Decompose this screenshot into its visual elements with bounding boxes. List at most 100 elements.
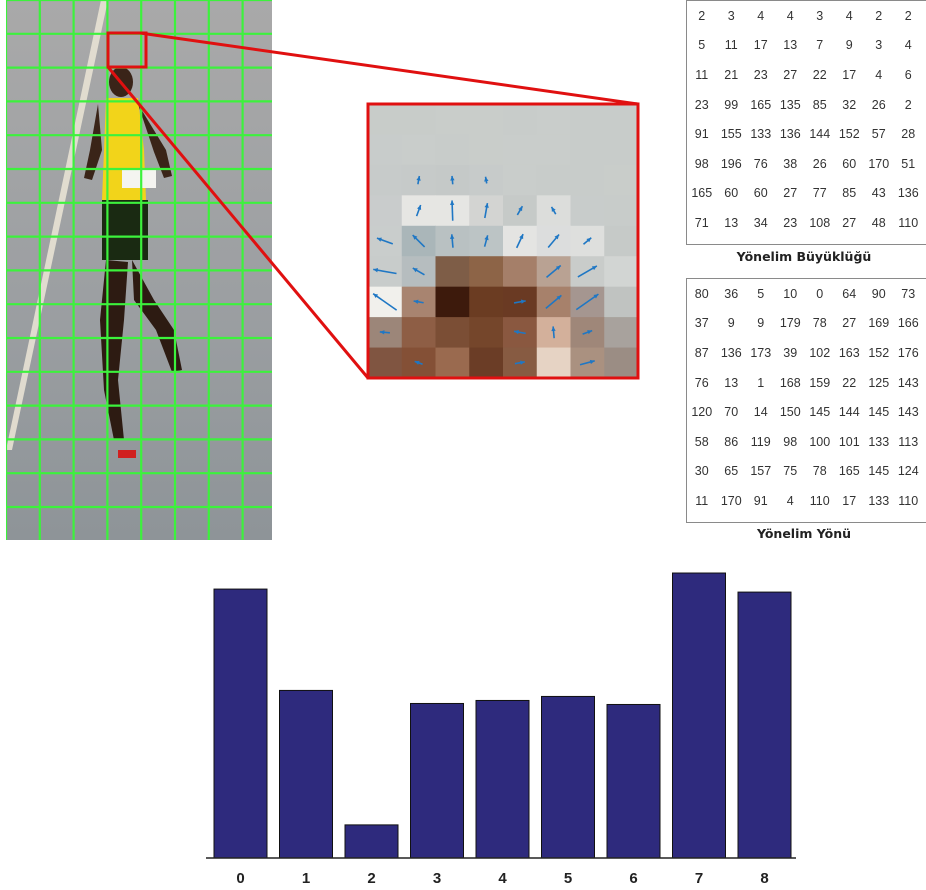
patch-pixel — [536, 104, 571, 135]
matrix-cell: 48 — [871, 215, 886, 230]
matrix-cell: 86 — [724, 434, 739, 449]
matrix-cell: 4 — [875, 67, 883, 82]
gradient-arrow — [483, 235, 489, 247]
matrix-cell: 34 — [753, 215, 768, 230]
matrix-cell: 23 — [783, 215, 798, 230]
matrix-cell: 135 — [779, 97, 801, 112]
patch-pixel — [368, 195, 403, 227]
patch-pixel — [570, 104, 605, 135]
matrix-cell: 64 — [842, 286, 857, 301]
matrix-cell: 136 — [897, 186, 919, 201]
gradient-arrow — [379, 330, 390, 335]
patch-pixel — [435, 317, 470, 349]
patch-pixel — [570, 286, 605, 318]
x-tick-label: 6 — [629, 870, 637, 887]
matrix-cell: 91 — [753, 493, 768, 508]
matrix-cell: 78 — [812, 316, 827, 331]
patch-pixel — [401, 164, 436, 196]
matrix-cell: 152 — [838, 127, 860, 142]
patch-pixel — [435, 256, 470, 288]
x-tick-label: 3 — [433, 870, 441, 887]
gradient-arrow — [412, 234, 426, 248]
patch-pixel — [469, 347, 504, 379]
matrix-cell: 155 — [720, 127, 742, 142]
matrix-cell: 13 — [783, 38, 798, 53]
matrix-cell: 11 — [724, 38, 738, 53]
matrix-cell: 43 — [871, 186, 886, 201]
patch-pixel — [368, 225, 403, 257]
patch-pixel — [536, 164, 571, 196]
matrix-cell: 13 — [724, 375, 739, 390]
patch-pixel — [368, 347, 403, 379]
gradient-arrow — [551, 326, 556, 339]
gradient-arrow — [514, 360, 525, 365]
matrix-cell: 144 — [809, 127, 831, 142]
matrix-cell: 77 — [812, 186, 827, 201]
matrix-cell: 65 — [724, 464, 739, 479]
matrix-cell: 143 — [897, 405, 919, 420]
matrix-cell: 51 — [901, 156, 916, 171]
matrix-cell: 166 — [897, 316, 919, 331]
matrix-cell: 124 — [897, 464, 919, 479]
matrix-cell: 163 — [838, 345, 860, 360]
matrix-cell: 170 — [868, 156, 890, 171]
gradient-arrow — [582, 237, 592, 245]
matrix-cell: 23 — [694, 97, 709, 112]
matrix-cell: 11 — [695, 493, 709, 508]
gradient-arrow — [546, 264, 562, 279]
matrix-cell: 2 — [904, 97, 912, 112]
matrix-cell: 75 — [783, 464, 798, 479]
matrix-cell: 90 — [871, 286, 886, 301]
zoomed-cell-frame — [366, 102, 640, 380]
matrix-cell: 21 — [724, 67, 739, 82]
x-tick-label: 0 — [236, 870, 244, 887]
matrix-cell: 5 — [698, 38, 706, 53]
patch-pixel — [469, 317, 504, 349]
histogram-bar-3 — [410, 702, 464, 859]
patch-pixel — [570, 256, 605, 288]
matrix-cell: 23 — [753, 67, 768, 82]
patch-pixel — [536, 256, 571, 288]
gradient-arrow — [413, 299, 424, 304]
matrix-cell: 17 — [753, 38, 768, 53]
matrix-cell: 110 — [809, 493, 830, 508]
matrix-cell: 179 — [779, 316, 801, 331]
gradient-arrow — [550, 206, 557, 215]
matrix-cell: 60 — [724, 186, 739, 201]
patch-pixel — [503, 256, 538, 288]
matrix-cell: 110 — [898, 215, 919, 230]
gradient-arrow — [372, 293, 398, 311]
patch-pixel — [503, 164, 538, 196]
x-tick-label: 4 — [498, 870, 507, 887]
matrix-cell: 150 — [779, 405, 801, 420]
patch-pixel — [401, 286, 436, 318]
patch-pixel — [604, 195, 639, 227]
matrix-cell: 2 — [875, 8, 883, 23]
matrix-cell: 0 — [816, 286, 824, 301]
gradient-arrow — [484, 202, 489, 219]
gradient-arrow — [450, 234, 455, 248]
matrix-cell: 165 — [750, 97, 772, 112]
matrix-cell: 36 — [724, 286, 739, 301]
matrix-cell: 145 — [809, 405, 831, 420]
x-tick-label: 2 — [367, 870, 375, 887]
patch-pixel — [570, 164, 605, 196]
gradient-arrow — [545, 294, 562, 310]
patch-pixel — [401, 347, 436, 379]
patch-pixel — [604, 164, 639, 196]
matrix-cell: 165 — [838, 464, 860, 479]
matrix-cell: 85 — [842, 186, 857, 201]
matrix-cell: 17 — [842, 67, 857, 82]
